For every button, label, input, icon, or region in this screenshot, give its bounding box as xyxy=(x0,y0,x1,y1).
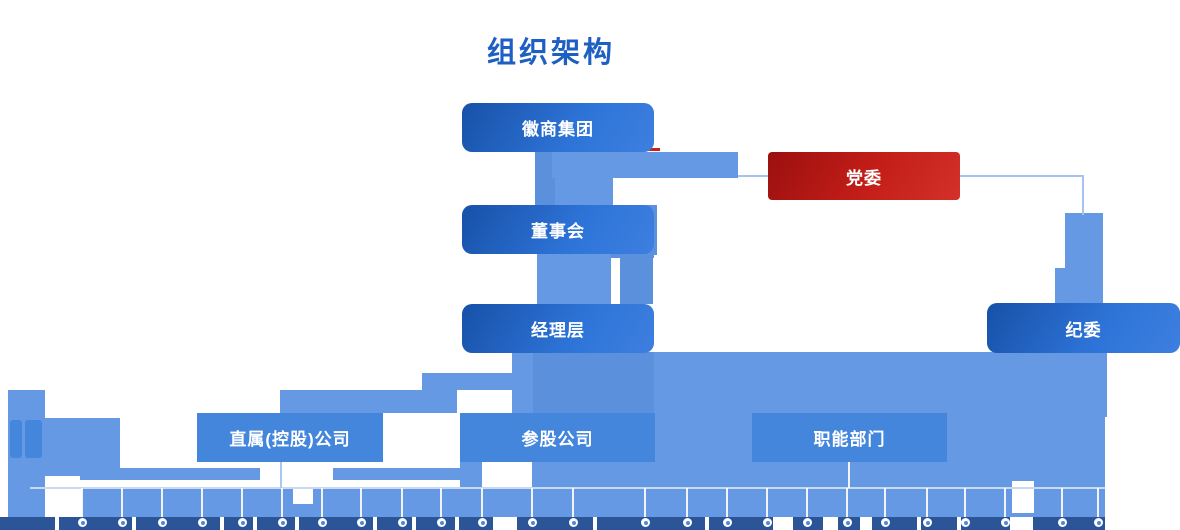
connector-board-to-management-left xyxy=(537,254,611,304)
notch xyxy=(1012,481,1034,513)
bullet-dot xyxy=(528,518,537,527)
tree-line-vertical xyxy=(1097,488,1099,518)
tree-line-vertical xyxy=(806,488,808,518)
org-node-departments: 职能部门 xyxy=(752,413,947,462)
footer-bar-segment xyxy=(872,517,1010,530)
tree-line-vertical xyxy=(766,488,768,518)
footer-bar-segment xyxy=(1033,517,1105,530)
footer-separator-tick xyxy=(705,517,709,530)
mini-node-left-1 xyxy=(10,420,22,458)
footer-separator-tick xyxy=(132,517,136,530)
line-under-departments xyxy=(848,462,850,488)
bullet-dot xyxy=(318,518,327,527)
connector-party-to-discipline-step xyxy=(1055,268,1103,305)
org-node-group: 徽商集团 xyxy=(462,103,654,152)
bullet-dot xyxy=(158,518,167,527)
tree-line-vertical xyxy=(726,488,728,518)
connector-left-step xyxy=(422,373,533,390)
connector-group-to-party-bar xyxy=(552,152,738,178)
bullet-dot xyxy=(923,518,932,527)
tree-line-vertical xyxy=(926,488,928,518)
bullet-dot xyxy=(278,518,287,527)
connector-under-equity-left xyxy=(460,462,482,488)
tree-line-vertical xyxy=(201,488,203,518)
bullet-dot xyxy=(961,518,970,527)
connector-mid-band xyxy=(333,468,463,480)
bullet-dot xyxy=(398,518,407,527)
tree-line-vertical xyxy=(1061,488,1063,518)
footer-separator-tick xyxy=(253,517,257,530)
tree-line-vertical xyxy=(686,488,688,518)
footer-separator-tick xyxy=(593,517,597,530)
tree-line-vertical xyxy=(884,488,886,518)
tree-line-vertical xyxy=(964,488,966,518)
line-party-to-discipline-v xyxy=(1082,175,1084,215)
footer-separator-tick xyxy=(55,517,59,530)
org-node-discipline: 纪委 xyxy=(987,303,1180,353)
tree-line-vertical xyxy=(572,488,574,518)
connector-bottom-band xyxy=(82,488,1105,517)
tree-line-vertical xyxy=(161,488,163,518)
footer-separator-tick xyxy=(373,517,377,530)
tree-line-vertical xyxy=(81,488,83,518)
tree-line-vertical xyxy=(401,488,403,518)
tree-line-vertical xyxy=(846,488,848,518)
tree-line-vertical xyxy=(321,488,323,518)
footer-separator-tick xyxy=(220,517,224,530)
tree-line-vertical xyxy=(1004,488,1006,518)
footer-separator-tick xyxy=(917,517,921,530)
bullet-dot xyxy=(118,518,127,527)
tree-line-vertical xyxy=(241,488,243,518)
footer-separator-tick xyxy=(957,517,961,530)
red-sliver-artifact xyxy=(648,148,660,151)
tree-line-horizontal xyxy=(30,487,1105,489)
notch xyxy=(293,488,313,504)
bullet-dot xyxy=(78,518,87,527)
org-node-equity: 参股公司 xyxy=(460,413,655,462)
line-bar-to-party xyxy=(738,175,768,177)
connector-group-to-board xyxy=(535,152,555,205)
bullet-dot xyxy=(641,518,650,527)
bullet-dot xyxy=(763,518,772,527)
bullet-dot xyxy=(1001,518,1010,527)
org-node-board: 董事会 xyxy=(462,205,654,254)
tree-line-vertical xyxy=(481,488,483,518)
org-node-management: 经理层 xyxy=(462,304,654,353)
connector-under-group xyxy=(555,175,613,205)
org-node-party: 党委 xyxy=(768,152,960,200)
bullet-dot xyxy=(478,518,487,527)
connector-board-to-management-right xyxy=(620,254,653,304)
line-party-to-discipline-h xyxy=(960,175,1083,177)
tree-line-vertical xyxy=(121,488,123,518)
bullet-dot xyxy=(843,518,852,527)
footer-separator-tick xyxy=(455,517,459,530)
tree-line-vertical xyxy=(644,488,646,518)
line-under-direct-holding xyxy=(280,462,282,488)
bullet-dot xyxy=(683,518,692,527)
tree-line-vertical xyxy=(531,488,533,518)
mini-node-left-2 xyxy=(25,420,42,458)
bullet-dot xyxy=(803,518,812,527)
tree-line-vertical xyxy=(440,488,442,518)
bullet-dot xyxy=(198,518,207,527)
bullet-dot xyxy=(437,518,446,527)
footer-separator-tick xyxy=(295,517,299,530)
connector-under-management xyxy=(533,352,654,413)
tree-line-vertical xyxy=(360,488,362,518)
bullet-dot xyxy=(723,518,732,527)
tree-line-vertical xyxy=(281,488,283,518)
page-title: 组织架构 xyxy=(487,37,616,69)
bullet-dot xyxy=(881,518,890,527)
bullet-dot xyxy=(569,518,578,527)
footer-separator-tick xyxy=(412,517,416,530)
bullet-dot xyxy=(238,518,247,527)
bullet-dot xyxy=(357,518,366,527)
connector-left-band xyxy=(80,468,260,480)
bullet-dot xyxy=(1058,518,1067,527)
org-node-direct-holding: 直属(控股)公司 xyxy=(197,413,383,462)
connector-over-direct-holding xyxy=(280,390,457,413)
bullet-dot xyxy=(1094,518,1103,527)
